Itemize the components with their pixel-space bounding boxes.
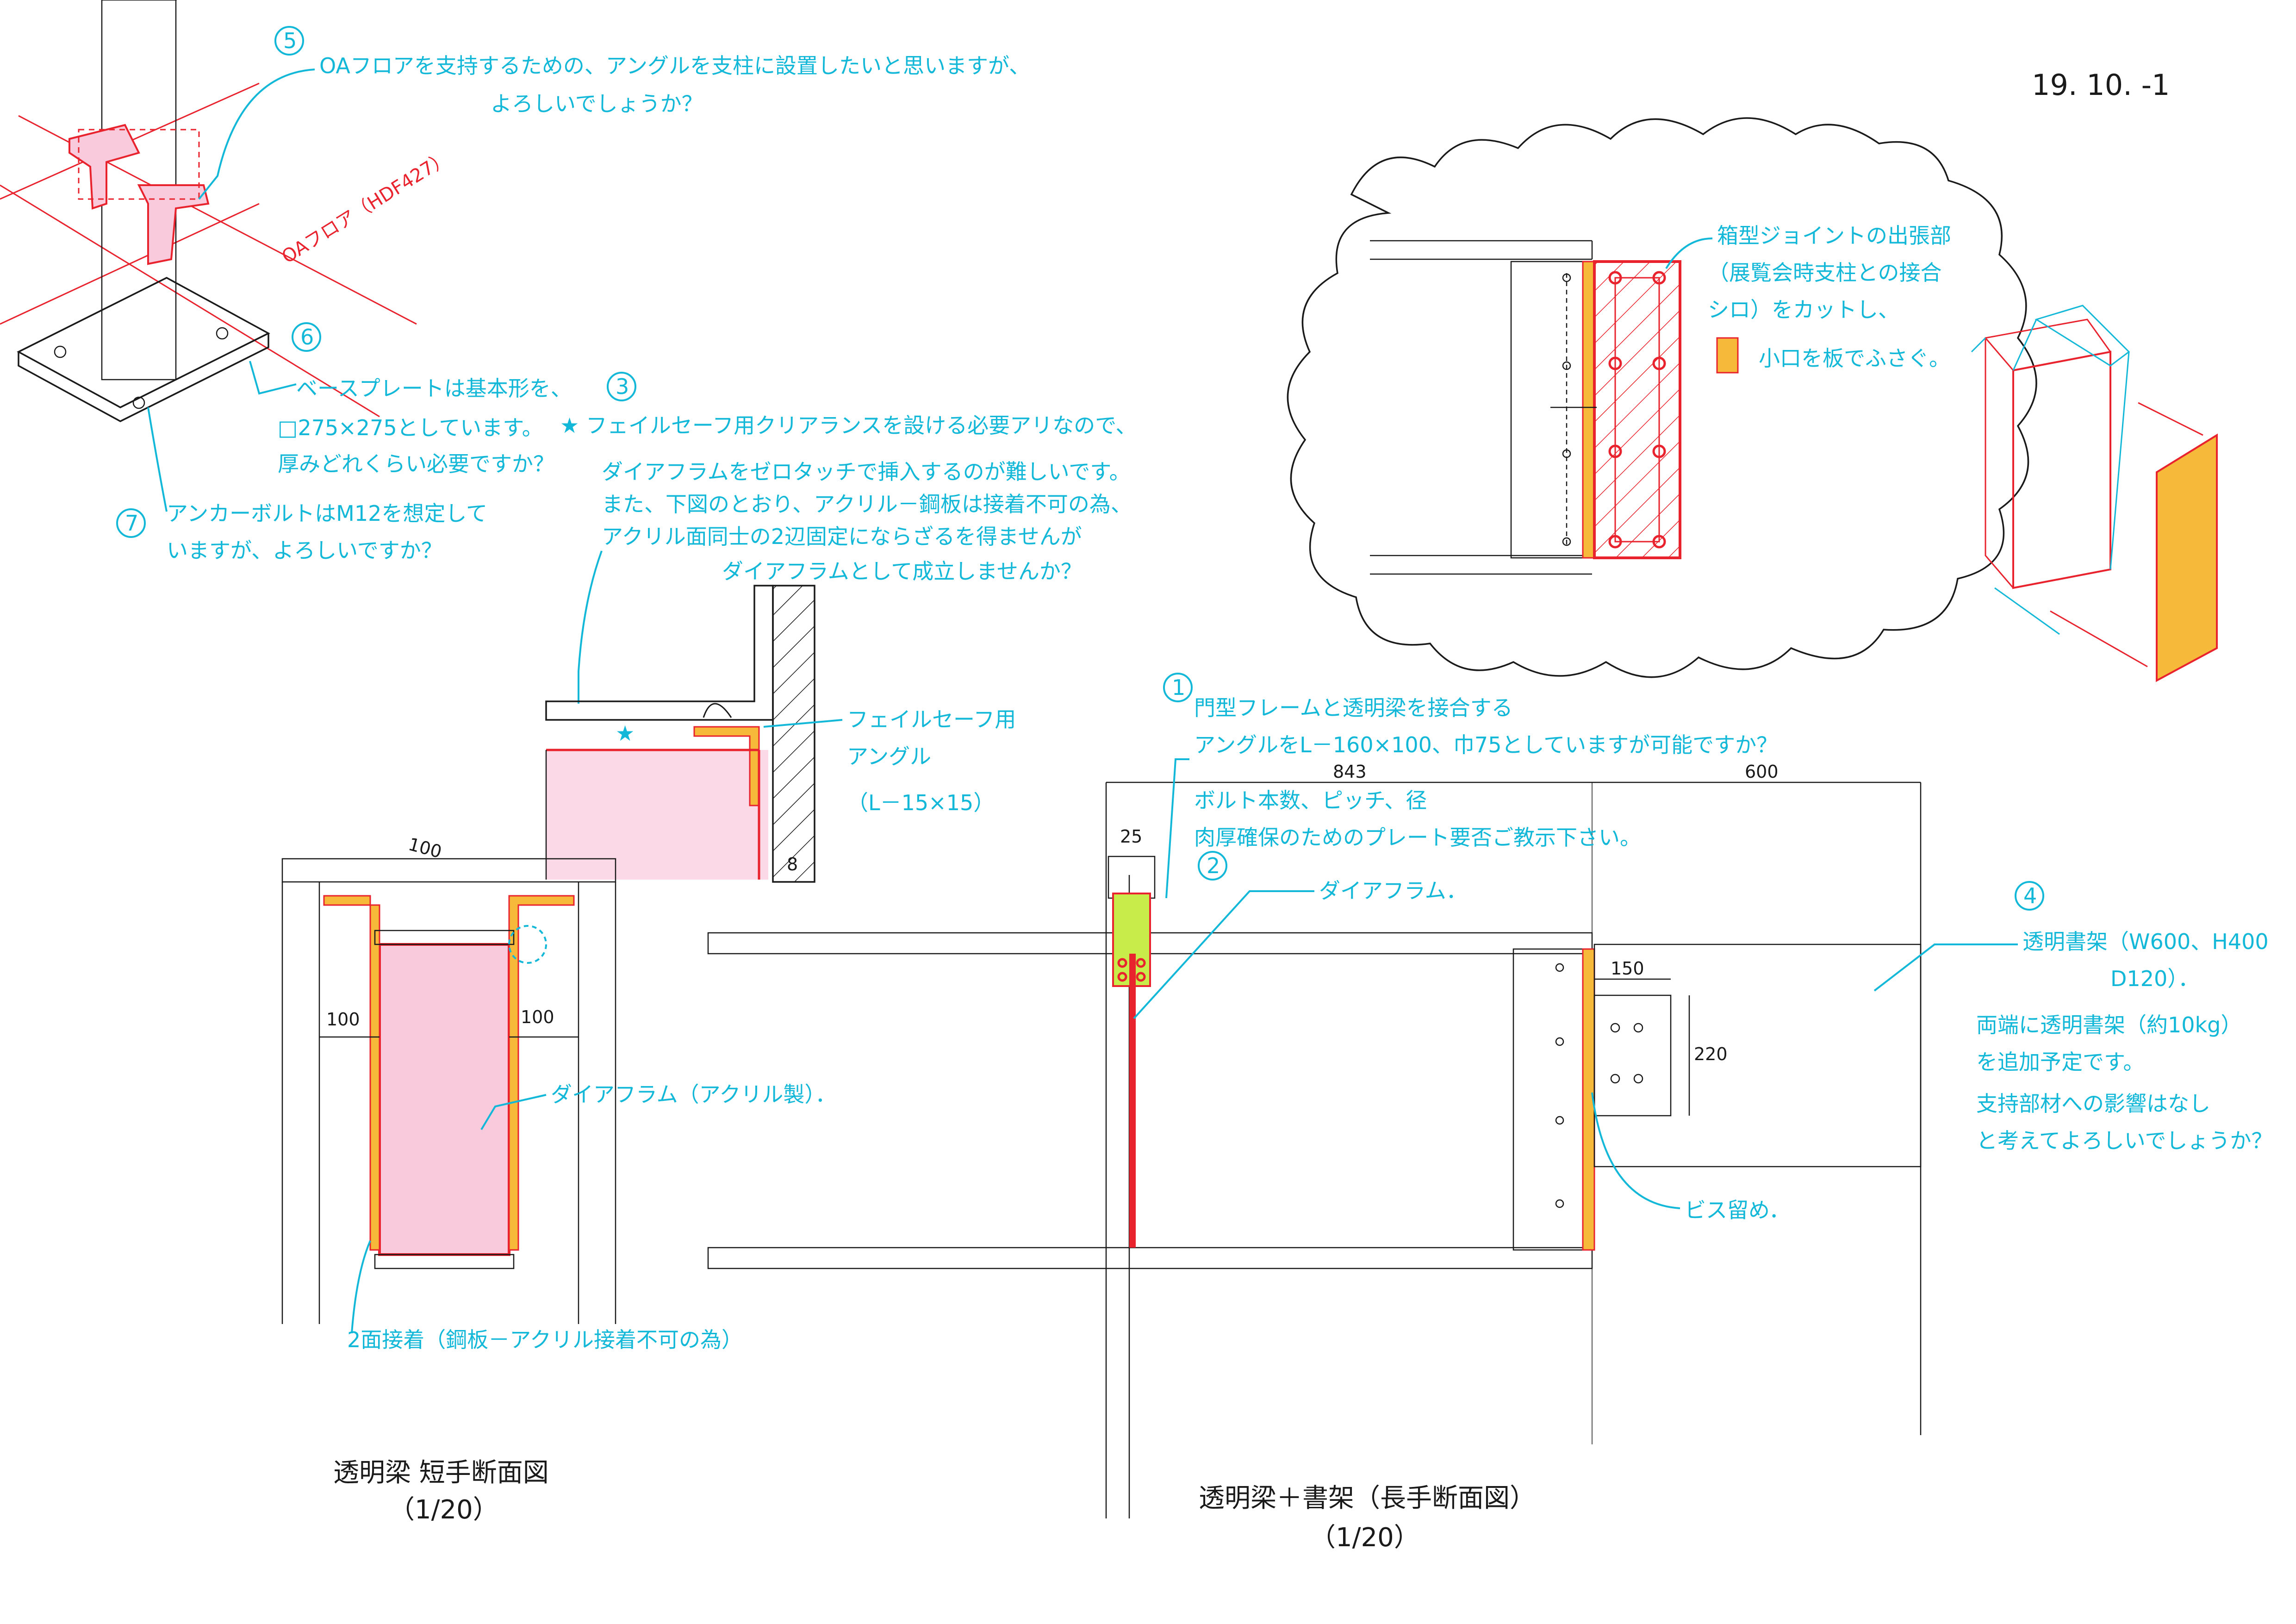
note-4-line3: 両端に透明書架（約10kg） xyxy=(1976,1012,2242,1037)
note-4-number: 4 xyxy=(2023,883,2037,908)
failsafe-line2: アングル xyxy=(847,744,931,769)
box-joint-note: 箱型ジョイントの出張部 （展覧会時支柱との接合 シロ）をカットし、 小口を板でふ… xyxy=(1665,223,1951,374)
dim-100-left: 100 xyxy=(326,1009,360,1030)
dim-220: 220 xyxy=(1694,1044,1728,1064)
note-5-line2: よろしいでしょうか？ xyxy=(491,91,703,116)
oa-floor-label: OAフロア（HDF427） xyxy=(278,147,454,268)
orange-legend-swatch xyxy=(1716,337,1739,374)
box-joint-line3: シロ）をカットし、 xyxy=(1708,297,1899,322)
diaphragm-acrylic-label: ダイアフラム（アクリル製）． xyxy=(551,1082,836,1107)
dim-100-right: 100 xyxy=(521,1007,554,1027)
note-2: 2 ダイアフラム． xyxy=(1133,851,1468,1019)
note-3-number: 3 xyxy=(616,374,629,399)
note-7-line2: いますが、よろしいですか？ xyxy=(167,538,442,563)
note-3-line2: ダイアフラムをゼロタッチで挿入するのが難しいです。 xyxy=(602,459,1131,484)
two-face-bond-label: 2面接着（鋼板－アクリル接着不可の為） xyxy=(347,1327,743,1352)
note-3-line3: また、下図のとおり、アクリル－鋼板は接着不可の為、 xyxy=(602,492,1132,517)
box-joint-line2: （展覧会時支柱との接合 xyxy=(1708,260,1942,285)
isometric-column-sketch xyxy=(0,0,417,422)
note-1-line3: ボルト本数、ピッチ、径 xyxy=(1194,788,1427,813)
failsafe-line1: フェイルセーフ用 xyxy=(847,707,1016,732)
box-joint-line4: 小口を板でふさぐ。 xyxy=(1759,346,1950,371)
failsafe-detail: ★ 8 フェイルセーフ用 アングル （L－15×15） xyxy=(545,585,1016,883)
note-5: 5 OAフロアを支持するための、アングルを支柱に設置したいと思いますが、 よろし… xyxy=(198,26,1030,200)
note-6-line2: □275×275としています。 xyxy=(278,415,543,440)
note-4-line2: D120）． xyxy=(2110,966,2199,991)
note-6-line3: 厚みどれくらい必要ですか？ xyxy=(278,451,554,476)
note-3-line5: ダイアフラムとして成立しませんか？ xyxy=(722,559,1082,584)
note-4-line6: と考えてよろしいでしょうか？ xyxy=(1976,1128,2272,1153)
failsafe-line3: （L－15×15） xyxy=(847,790,995,815)
dim-25: 25 xyxy=(1120,826,1142,847)
note-4: 4 透明書架（W600、H400 D120）． 両端に透明書架（約10kg） を… xyxy=(1873,881,2272,1153)
note-3-line4: アクリル面同士の2辺固定にならざるを得ませんが xyxy=(602,524,1082,549)
note-3-line1: ★ フェイルセーフ用クリアランスを設ける必要アリなので、 xyxy=(560,413,1137,438)
note-6: 6 ベースプレートは基本形を、 □275×275としています。 厚みどれくらい必… xyxy=(249,322,572,476)
note-1-number: 1 xyxy=(1172,675,1185,700)
note-1-line1: 門型フレームと透明梁を接合する xyxy=(1194,695,1513,720)
title-short-section: 透明梁 短手断面図 xyxy=(333,1458,549,1488)
note-6-number: 6 xyxy=(300,325,314,350)
dim-8: 8 xyxy=(787,854,798,874)
note-7-line1: アンカーボルトはM12を想定して xyxy=(167,501,487,526)
dim-843: 843 xyxy=(1333,762,1367,782)
isometric-box-sketch xyxy=(1971,305,2218,682)
cloud-detail xyxy=(1287,117,2037,678)
title-long-section: 透明梁＋書架（長手断面図） xyxy=(1199,1483,1536,1513)
failsafe-star: ★ xyxy=(616,721,635,746)
box-joint-line1: 箱型ジョイントの出張部 xyxy=(1717,223,1951,248)
dim-150: 150 xyxy=(1611,958,1644,979)
note-7-number: 7 xyxy=(125,511,138,536)
long-section: 843 600 25 150 220 xyxy=(707,762,1922,1518)
note-3: 3 ★ フェイルセーフ用クリアランスを設ける必要アリなので、 ダイアフラムをゼロ… xyxy=(560,372,1137,704)
note-6-line1: ベースプレートは基本形を、 xyxy=(296,376,572,401)
note-7: 7 アンカーボルトはM12を想定して いますが、よろしいですか？ xyxy=(116,407,487,563)
dim-100-top: 100 xyxy=(406,834,444,862)
sheet-date: 19. 10. -1 xyxy=(2032,68,2170,102)
note-2-number: 2 xyxy=(1207,853,1220,878)
note-4-line5: 支持部材への影響はなし xyxy=(1976,1091,2210,1116)
note-1-line4: 肉厚確保のためのプレート要否ご教示下さい。 xyxy=(1194,825,1641,850)
note-5-number: 5 xyxy=(283,28,297,53)
note-5-line1: OAフロアを支持するための、アングルを支柱に設置したいと思いますが、 xyxy=(319,53,1030,78)
scale-long-section: （1/20） xyxy=(1310,1523,1420,1553)
short-section: 100 100 100 xyxy=(281,834,616,1324)
note-1: 1 門型フレームと透明梁を接合する アングルをL－160×100、巾75としてい… xyxy=(1163,673,1778,899)
note-1-line2: アングルをL－160×100、巾75としていますが可能ですか？ xyxy=(1194,732,1778,757)
note-4-line4: を追加予定です。 xyxy=(1976,1049,2144,1074)
screw-label: ビス留め． xyxy=(1685,1198,1790,1223)
note-2-label: ダイアフラム． xyxy=(1319,878,1468,903)
scale-short-section: （1/20） xyxy=(389,1495,499,1525)
dim-600: 600 xyxy=(1745,762,1779,782)
note-4-line1: 透明書架（W600、H400 xyxy=(2022,929,2269,954)
